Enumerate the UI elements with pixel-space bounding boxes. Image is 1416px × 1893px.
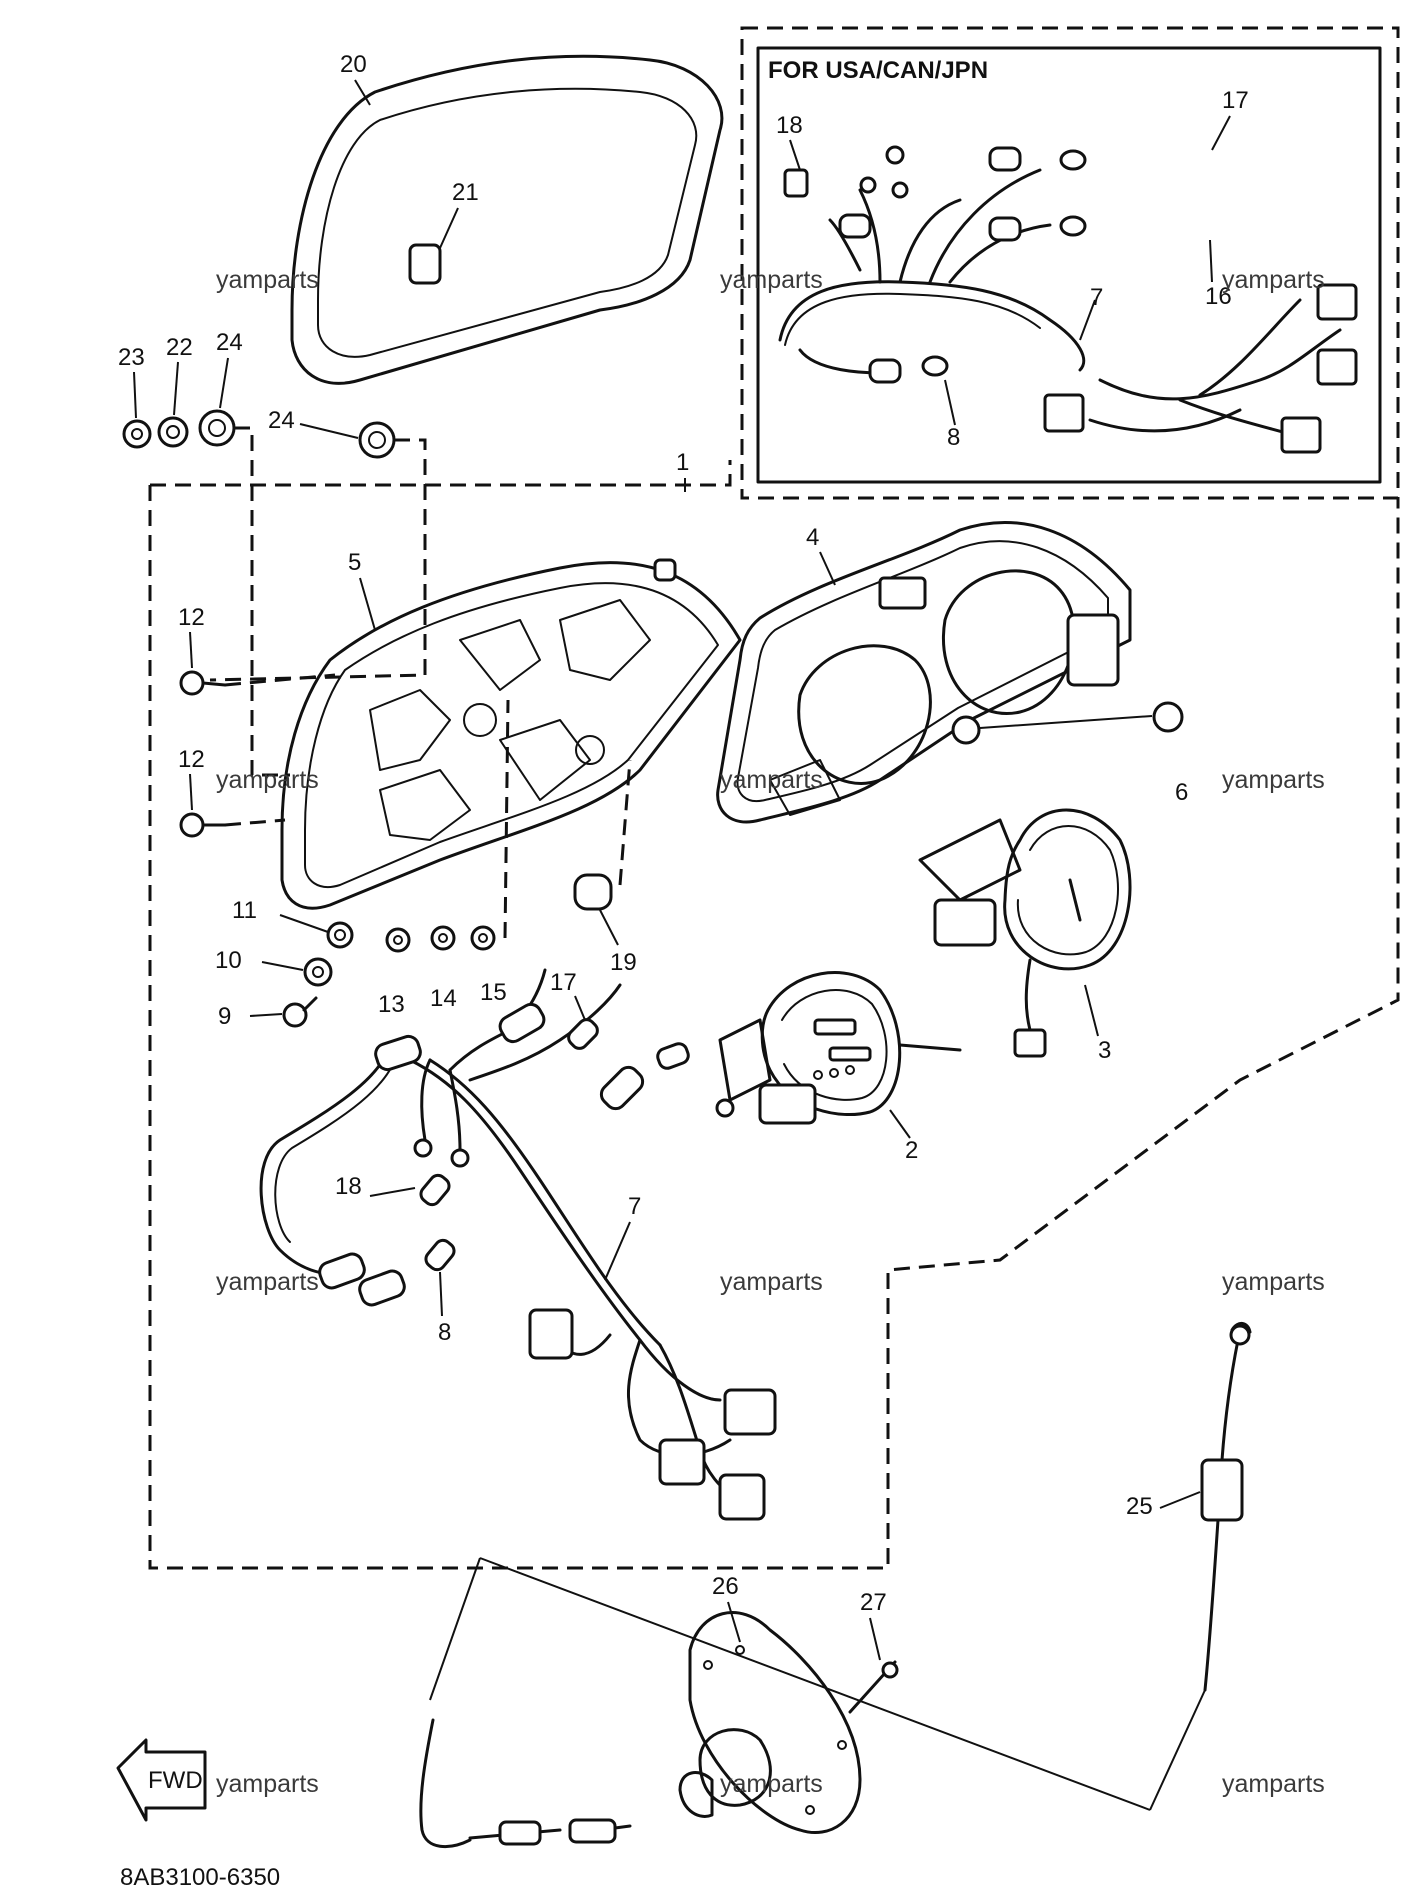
callout-14: 14 [430, 985, 457, 1012]
main-wire-harness: 17 18 8 7 [259, 968, 777, 1521]
callout-23: 23 [118, 344, 145, 371]
callout-16: 16 [1205, 283, 1232, 310]
callout-3: 3 [1098, 1037, 1111, 1064]
usa-can-jpn-inset: FOR USA/CAN/JPN [740, 26, 1400, 500]
watermark: yamparts [720, 1268, 823, 1296]
callout-17-inset: 17 [1222, 87, 1249, 114]
meter-cover-visor: 20 21 [290, 51, 724, 385]
watermark: yamparts [216, 1770, 319, 1798]
watermark: yamparts [216, 1268, 319, 1296]
watermark: yamparts [1222, 1268, 1325, 1296]
callout-5: 5 [348, 549, 361, 576]
fwd-arrow-icon: FWD [116, 1738, 207, 1822]
callout-26: 26 [712, 1573, 739, 1600]
callout-15: 15 [480, 979, 507, 1006]
callout-21: 21 [452, 179, 479, 206]
callout-22: 22 [166, 334, 193, 361]
watermark: yamparts [1222, 766, 1325, 794]
watermark: yamparts [1222, 266, 1325, 294]
callout-19: 19 [610, 949, 637, 976]
small-hardware: 11 10 9 13 14 15 19 [215, 699, 637, 1030]
callout-4: 4 [806, 524, 819, 551]
callout-7-main: 7 [628, 1193, 641, 1220]
meter-face-panel: 4 [716, 521, 1132, 824]
callout-2: 2 [905, 1137, 918, 1164]
callout-9: 9 [218, 1003, 231, 1030]
screws-12: 12 12 [178, 604, 336, 838]
watermark: yamparts [216, 766, 319, 794]
callout-8-main: 8 [438, 1319, 451, 1346]
callout-6: 6 [1175, 779, 1188, 806]
callout-1: 1 [676, 449, 689, 476]
lower-cable-end [419, 1557, 632, 1849]
callout-18-main: 18 [335, 1173, 362, 1200]
watermark: yamparts [720, 266, 823, 294]
callout-12-upper: 12 [178, 604, 205, 631]
watermark: yamparts [1222, 1770, 1325, 1798]
inset-callouts: 18 17 16 7 8 [776, 87, 1249, 451]
speedometer-cable: 25 [1126, 1322, 1252, 1811]
callout-24-right: 24 [268, 407, 295, 434]
bolt-27: 27 [848, 1589, 899, 1714]
speedometer-gauge: 2 [715, 971, 962, 1164]
watermark: yamparts [720, 766, 823, 794]
inset-header-label: FOR USA/CAN/JPN [768, 57, 988, 84]
tachometer-gauge: 3 [918, 808, 1132, 1064]
watermarks: yamparts yamparts yamparts yamparts yamp… [216, 266, 1325, 1798]
callout-12-lower: 12 [178, 746, 205, 773]
watermark: yamparts [720, 1770, 823, 1798]
callout-13: 13 [378, 991, 405, 1018]
meter-assembly-group: 1 [148, 449, 1400, 1570]
grommet-6: 6 [951, 701, 1188, 806]
callout-17-main: 17 [550, 969, 577, 996]
callout-20: 20 [340, 51, 367, 78]
callout-25: 25 [1126, 1493, 1153, 1520]
callout-27: 27 [860, 1589, 887, 1616]
callout-11: 11 [232, 897, 257, 924]
part-code: 8AB3100-6350 [120, 1864, 280, 1891]
callout-10: 10 [215, 947, 242, 974]
top-hardware: 23 22 24 24 [118, 329, 427, 777]
meter-lower-case: 5 [280, 549, 742, 910]
speedometer-gear-unit: 26 [479, 1557, 1151, 1835]
callout-18-inset: 18 [776, 112, 803, 139]
inset-wire-harness [778, 145, 1358, 454]
fwd-label: FWD [148, 1767, 203, 1794]
watermark: yamparts [216, 266, 319, 294]
callout-24-left: 24 [216, 329, 243, 356]
callout-8-inset: 8 [947, 424, 960, 451]
